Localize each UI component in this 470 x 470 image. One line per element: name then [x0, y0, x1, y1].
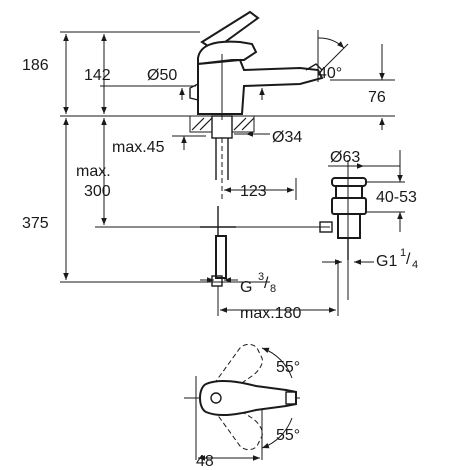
dim-g114-slash: / — [406, 251, 411, 268]
dim-48-label: 48 — [196, 453, 214, 470]
waste-body-upper — [335, 185, 363, 199]
waste-flange — [331, 177, 367, 187]
angle-55-upper-label: 55° — [276, 359, 300, 376]
waste-lever-joint — [319, 221, 333, 233]
dim-76-label: 76 — [368, 89, 386, 106]
hatch-1 — [191, 117, 205, 131]
dim-300-max-label: max. — [76, 163, 111, 180]
dim-186-label: 186 — [22, 57, 49, 74]
dim-g38-denominator: 8 — [270, 283, 276, 295]
angle-40-ref-line — [317, 43, 349, 75]
dim-d50-label: Ø50 — [147, 67, 177, 84]
dim-max180-label: max.180 — [240, 305, 301, 322]
dim-142-label: 142 — [84, 67, 111, 84]
topview-cartridge — [210, 392, 222, 404]
hatch-2 — [199, 117, 213, 131]
dim-123-label: 123 — [240, 183, 267, 200]
dim-g114-label: G1 — [376, 253, 397, 270]
angle-40-label: 40° — [318, 65, 342, 82]
lever-swing-upper — [213, 343, 263, 395]
faucet-body — [197, 58, 324, 115]
topview-body — [199, 379, 297, 417]
angle-55-lower-label: 55° — [276, 427, 300, 444]
waste-tail-piece — [337, 213, 361, 239]
supply-connector — [215, 235, 227, 279]
dim-d63-label: Ø63 — [330, 149, 360, 166]
dim-g114-denominator: 4 — [412, 259, 418, 271]
waste-body-lower — [331, 197, 367, 215]
spout-nozzle — [305, 63, 323, 71]
dim-g38-label: G — [240, 279, 252, 296]
dim-max45-label: max.45 — [112, 139, 165, 156]
lever-swing-lower — [213, 401, 263, 451]
topview-spout-tip — [285, 391, 297, 405]
dim-4053-label: 40-53 — [376, 189, 417, 206]
dim-g38-numerator: 3 — [258, 271, 264, 283]
hatch-4 — [241, 117, 255, 131]
angle-40-arc — [317, 37, 345, 49]
dim-300-label: 300 — [84, 183, 111, 200]
angle-55-lower-arc — [261, 417, 293, 449]
dim-d34-label: Ø34 — [272, 129, 302, 146]
hatch-3 — [233, 117, 247, 131]
angle-55-upper-arc — [261, 347, 293, 379]
dim-375-label: 375 — [22, 215, 49, 232]
dim-g38-slash: / — [264, 275, 269, 292]
dim-g114-numerator: 1 — [400, 247, 406, 259]
